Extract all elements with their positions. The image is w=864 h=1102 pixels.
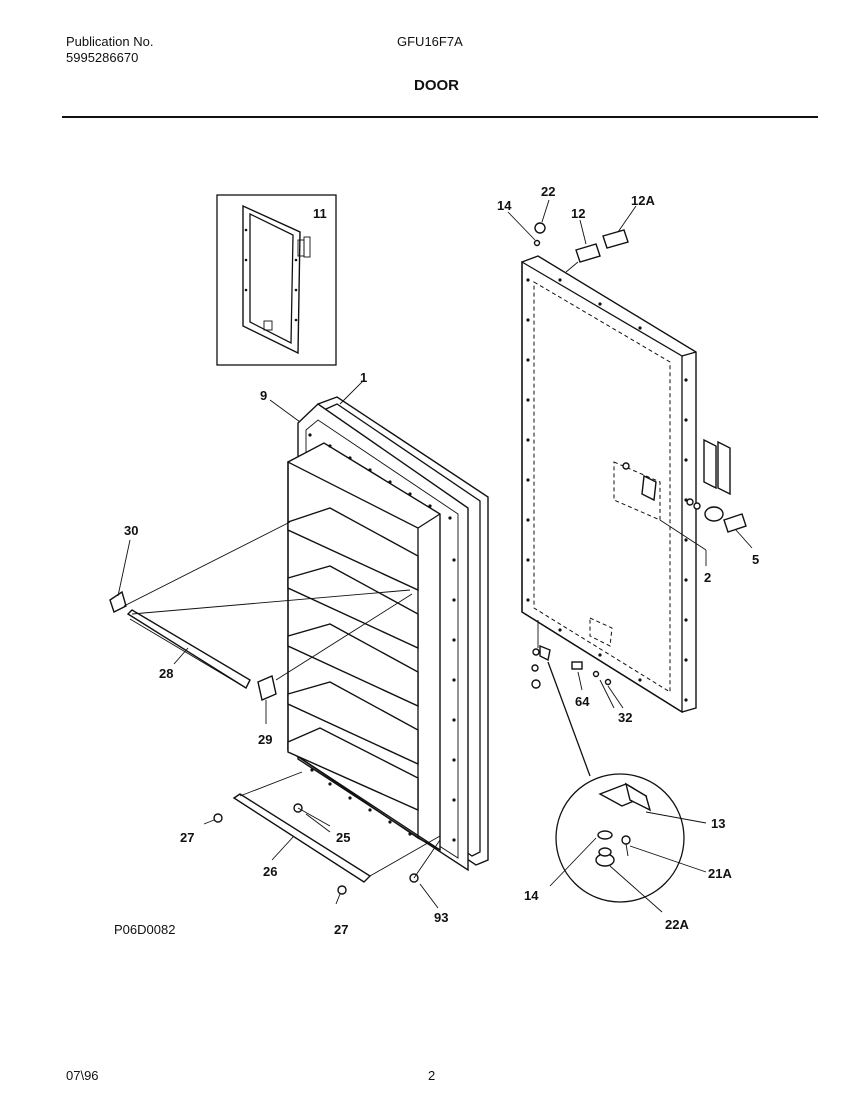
page-number: 2 <box>428 1068 436 1083</box>
callout-22a: 22A <box>665 917 689 932</box>
diagram-code: P06D0082 <box>114 922 176 937</box>
callout-93: 93 <box>434 910 448 925</box>
callout-27-bottom: 27 <box>334 922 348 937</box>
callout-14-detail: 14 <box>524 888 539 903</box>
section-title: DOOR <box>414 77 459 94</box>
gasket-inset <box>216 194 337 366</box>
callout-25: 25 <box>336 830 350 845</box>
callout-14-top: 14 <box>497 198 512 213</box>
leader-lines <box>117 199 637 909</box>
callout-21a: 21A <box>708 866 732 881</box>
callout-1: 1 <box>360 370 367 385</box>
callout-28: 28 <box>159 666 173 681</box>
callout-11: 11 <box>313 206 327 221</box>
callout-64: 64 <box>575 694 590 709</box>
hinge-detail-circle <box>547 661 707 913</box>
publication-label: Publication No. <box>66 34 154 49</box>
callout-26: 26 <box>263 864 277 879</box>
callout-27-left: 27 <box>180 830 194 845</box>
callout-13: 13 <box>711 816 725 831</box>
publication-number: 5995286670 <box>66 50 139 65</box>
callout-22: 22 <box>541 184 555 199</box>
footer-date: 07\96 <box>66 1068 99 1083</box>
callout-2: 2 <box>704 570 711 585</box>
callout-30: 30 <box>124 523 138 538</box>
callout-12a: 12A <box>631 193 655 208</box>
callout-5: 5 <box>752 552 759 567</box>
callout-12: 12 <box>571 206 585 221</box>
inner-door-liner <box>287 396 489 872</box>
bottom-rail-assembly <box>203 771 441 905</box>
outer-door-panel <box>521 222 753 714</box>
callout-32: 32 <box>618 710 632 725</box>
model-number: GFU16F7A <box>397 34 463 49</box>
callout-labels: 1 2 5 9 11 12 12A 13 14 14 21A 22 22A 25… <box>124 184 759 937</box>
callout-9: 9 <box>260 388 267 403</box>
header-rule <box>62 116 818 118</box>
callout-29: 29 <box>258 732 272 747</box>
shelf-rail-assembly <box>109 521 413 701</box>
